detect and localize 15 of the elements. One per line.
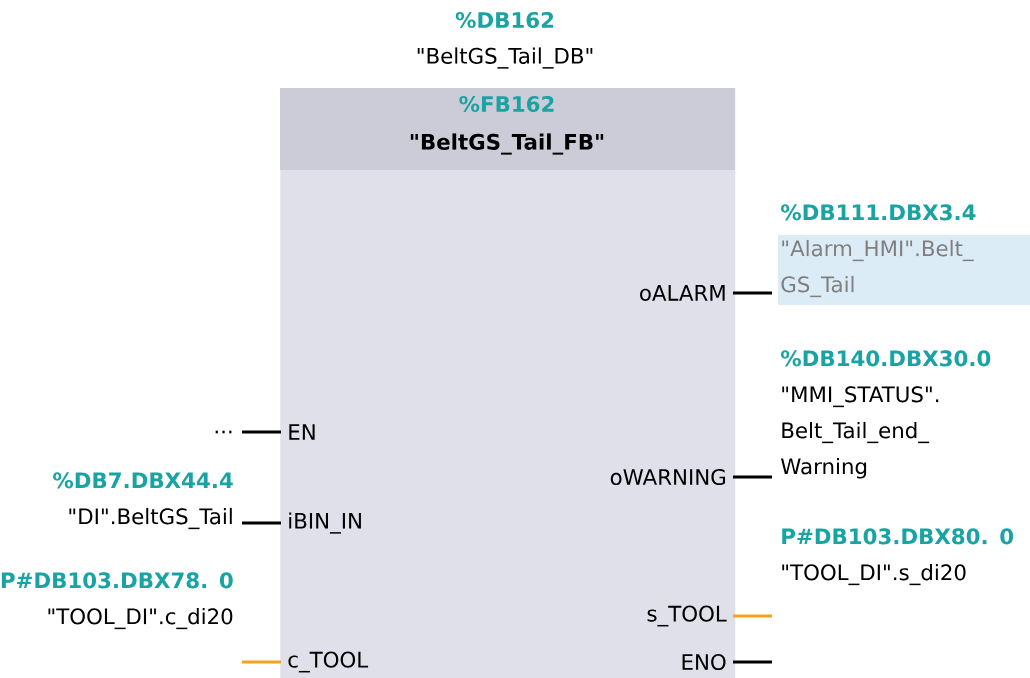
pin-label: c_TOOL: [288, 651, 369, 673]
operand-label: %DB7.DBX44.4 "DI".BeltGS_Tail: [53, 472, 233, 530]
pin-label: oALARM: [640, 285, 725, 301]
pin-label: s_TOOL: [647, 605, 727, 627]
operand-label: P#DB103.DBX78. 0 "TOOL_DI".c_di20: [1, 572, 233, 630]
pin-label: oWARNING: [610, 468, 725, 486]
instance-address: %DB162: [455, 11, 554, 29]
operand-label: ...: [215, 430, 232, 434]
operand-label: P#DB103.DBX80. 0 "TOOL_DI".s_di20: [782, 528, 1014, 586]
instance-name: "BeltGS_Tail_DB": [417, 47, 593, 69]
operand-label: %DB111.DBX3.4 "Alarm_HMI".Belt_ GS_Tail: [780, 204, 976, 298]
pin-label: ENO: [682, 653, 726, 671]
operand-label: %DB140.DBX30.0 "MMI_STATUS". Belt_Tail_end_ Warning: [780, 350, 991, 479]
pin-label: iBIN_IN: [289, 512, 361, 534]
pin-label: EN: [289, 424, 315, 440]
